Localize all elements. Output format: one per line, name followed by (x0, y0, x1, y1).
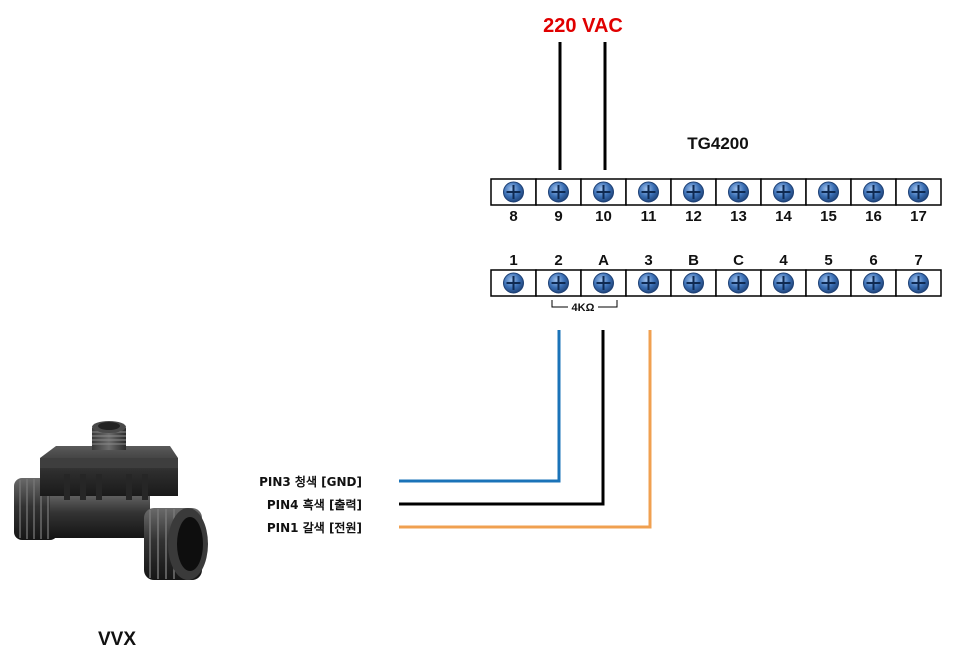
bottom-terminal-1 (490, 269, 537, 297)
bottom-terminal-number: 5 (824, 252, 832, 269)
top-terminal-10 (580, 178, 627, 206)
bottom-terminal-2 (535, 269, 582, 297)
top-terminal-11 (625, 178, 672, 206)
bottom-terminal-B (670, 269, 717, 297)
wire-output (399, 330, 605, 506)
top-terminal-16 (850, 178, 897, 206)
screw-icon (503, 272, 524, 294)
top-terminal-number: 11 (641, 208, 657, 225)
screw-icon (863, 181, 884, 203)
bottom-terminal-numbers: 1 2 A 3 B C 4 5 6 7 (509, 252, 922, 269)
screw-icon (908, 272, 929, 294)
top-terminal-number: 14 (775, 208, 792, 225)
bottom-terminal-number: B (688, 252, 699, 269)
wire-power (399, 330, 652, 529)
screw-icon (728, 272, 749, 294)
screw-icon (593, 272, 614, 294)
screw-icon (683, 181, 704, 203)
resistor-bracket: 4KΩ (551, 300, 618, 314)
bottom-terminal-6 (850, 269, 897, 297)
screw-icon (863, 272, 884, 294)
bottom-terminal-5 (805, 269, 852, 297)
top-terminal-9 (535, 178, 582, 206)
wire-gnd (399, 330, 561, 483)
top-terminal-number: 9 (554, 208, 562, 225)
top-terminal-numbers: 8 9 10 11 12 13 14 15 16 17 (509, 208, 927, 225)
bottom-terminal-A (580, 269, 627, 297)
screw-icon (908, 181, 929, 203)
screw-icon (593, 181, 614, 203)
top-terminal-number: 15 (820, 208, 837, 225)
top-terminal-14 (760, 178, 807, 206)
bottom-terminal-3 (625, 269, 672, 297)
bottom-terminal-strip (490, 269, 942, 297)
bottom-terminal-number: 1 (509, 252, 517, 269)
top-terminal-8 (490, 178, 537, 206)
screw-icon (773, 272, 794, 294)
screw-icon (818, 181, 839, 203)
screw-icon (728, 181, 749, 203)
pin-label-output: PIN4 흑색 [출력] (267, 497, 362, 512)
top-terminal-17 (895, 178, 942, 206)
screw-icon (818, 272, 839, 294)
top-terminal-number: 12 (685, 208, 702, 225)
screw-icon (638, 181, 659, 203)
power-label: 220 VAC (543, 15, 623, 37)
controller-model: TG4200 (687, 134, 748, 153)
bottom-terminal-7 (895, 269, 942, 297)
screw-icon (638, 272, 659, 294)
top-terminal-number: 8 (509, 208, 517, 225)
bottom-terminal-number: 7 (914, 252, 922, 269)
screw-icon (683, 272, 704, 294)
top-terminal-number: 10 (595, 208, 612, 225)
screw-icon (548, 181, 569, 203)
bottom-terminal-number: 3 (644, 252, 652, 269)
top-terminal-15 (805, 178, 852, 206)
bottom-terminal-number: A (598, 252, 609, 269)
screw-icon (773, 181, 794, 203)
vvx-sensor-image (14, 421, 208, 580)
top-terminal-number: 13 (730, 208, 747, 225)
resistor-label: 4KΩ (572, 302, 595, 314)
bottom-terminal-number: 4 (779, 252, 788, 269)
bottom-terminal-number: 6 (869, 252, 877, 269)
sensor-name: VVX (98, 629, 136, 650)
top-terminal-number: 17 (910, 208, 927, 225)
top-terminal-number: 16 (865, 208, 882, 225)
bottom-terminal-number: 2 (554, 252, 562, 269)
screw-icon (503, 181, 524, 203)
screw-icon (548, 272, 569, 294)
pin-label-gnd: PIN3 청색 [GND] (259, 474, 362, 489)
bottom-terminal-C (715, 269, 762, 297)
bottom-terminal-number: C (733, 252, 744, 269)
top-terminal-strip (490, 178, 942, 206)
top-terminal-13 (715, 178, 762, 206)
top-terminal-12 (670, 178, 717, 206)
pin-label-power: PIN1 갈색 [전원] (267, 520, 362, 535)
bottom-terminal-4 (760, 269, 807, 297)
